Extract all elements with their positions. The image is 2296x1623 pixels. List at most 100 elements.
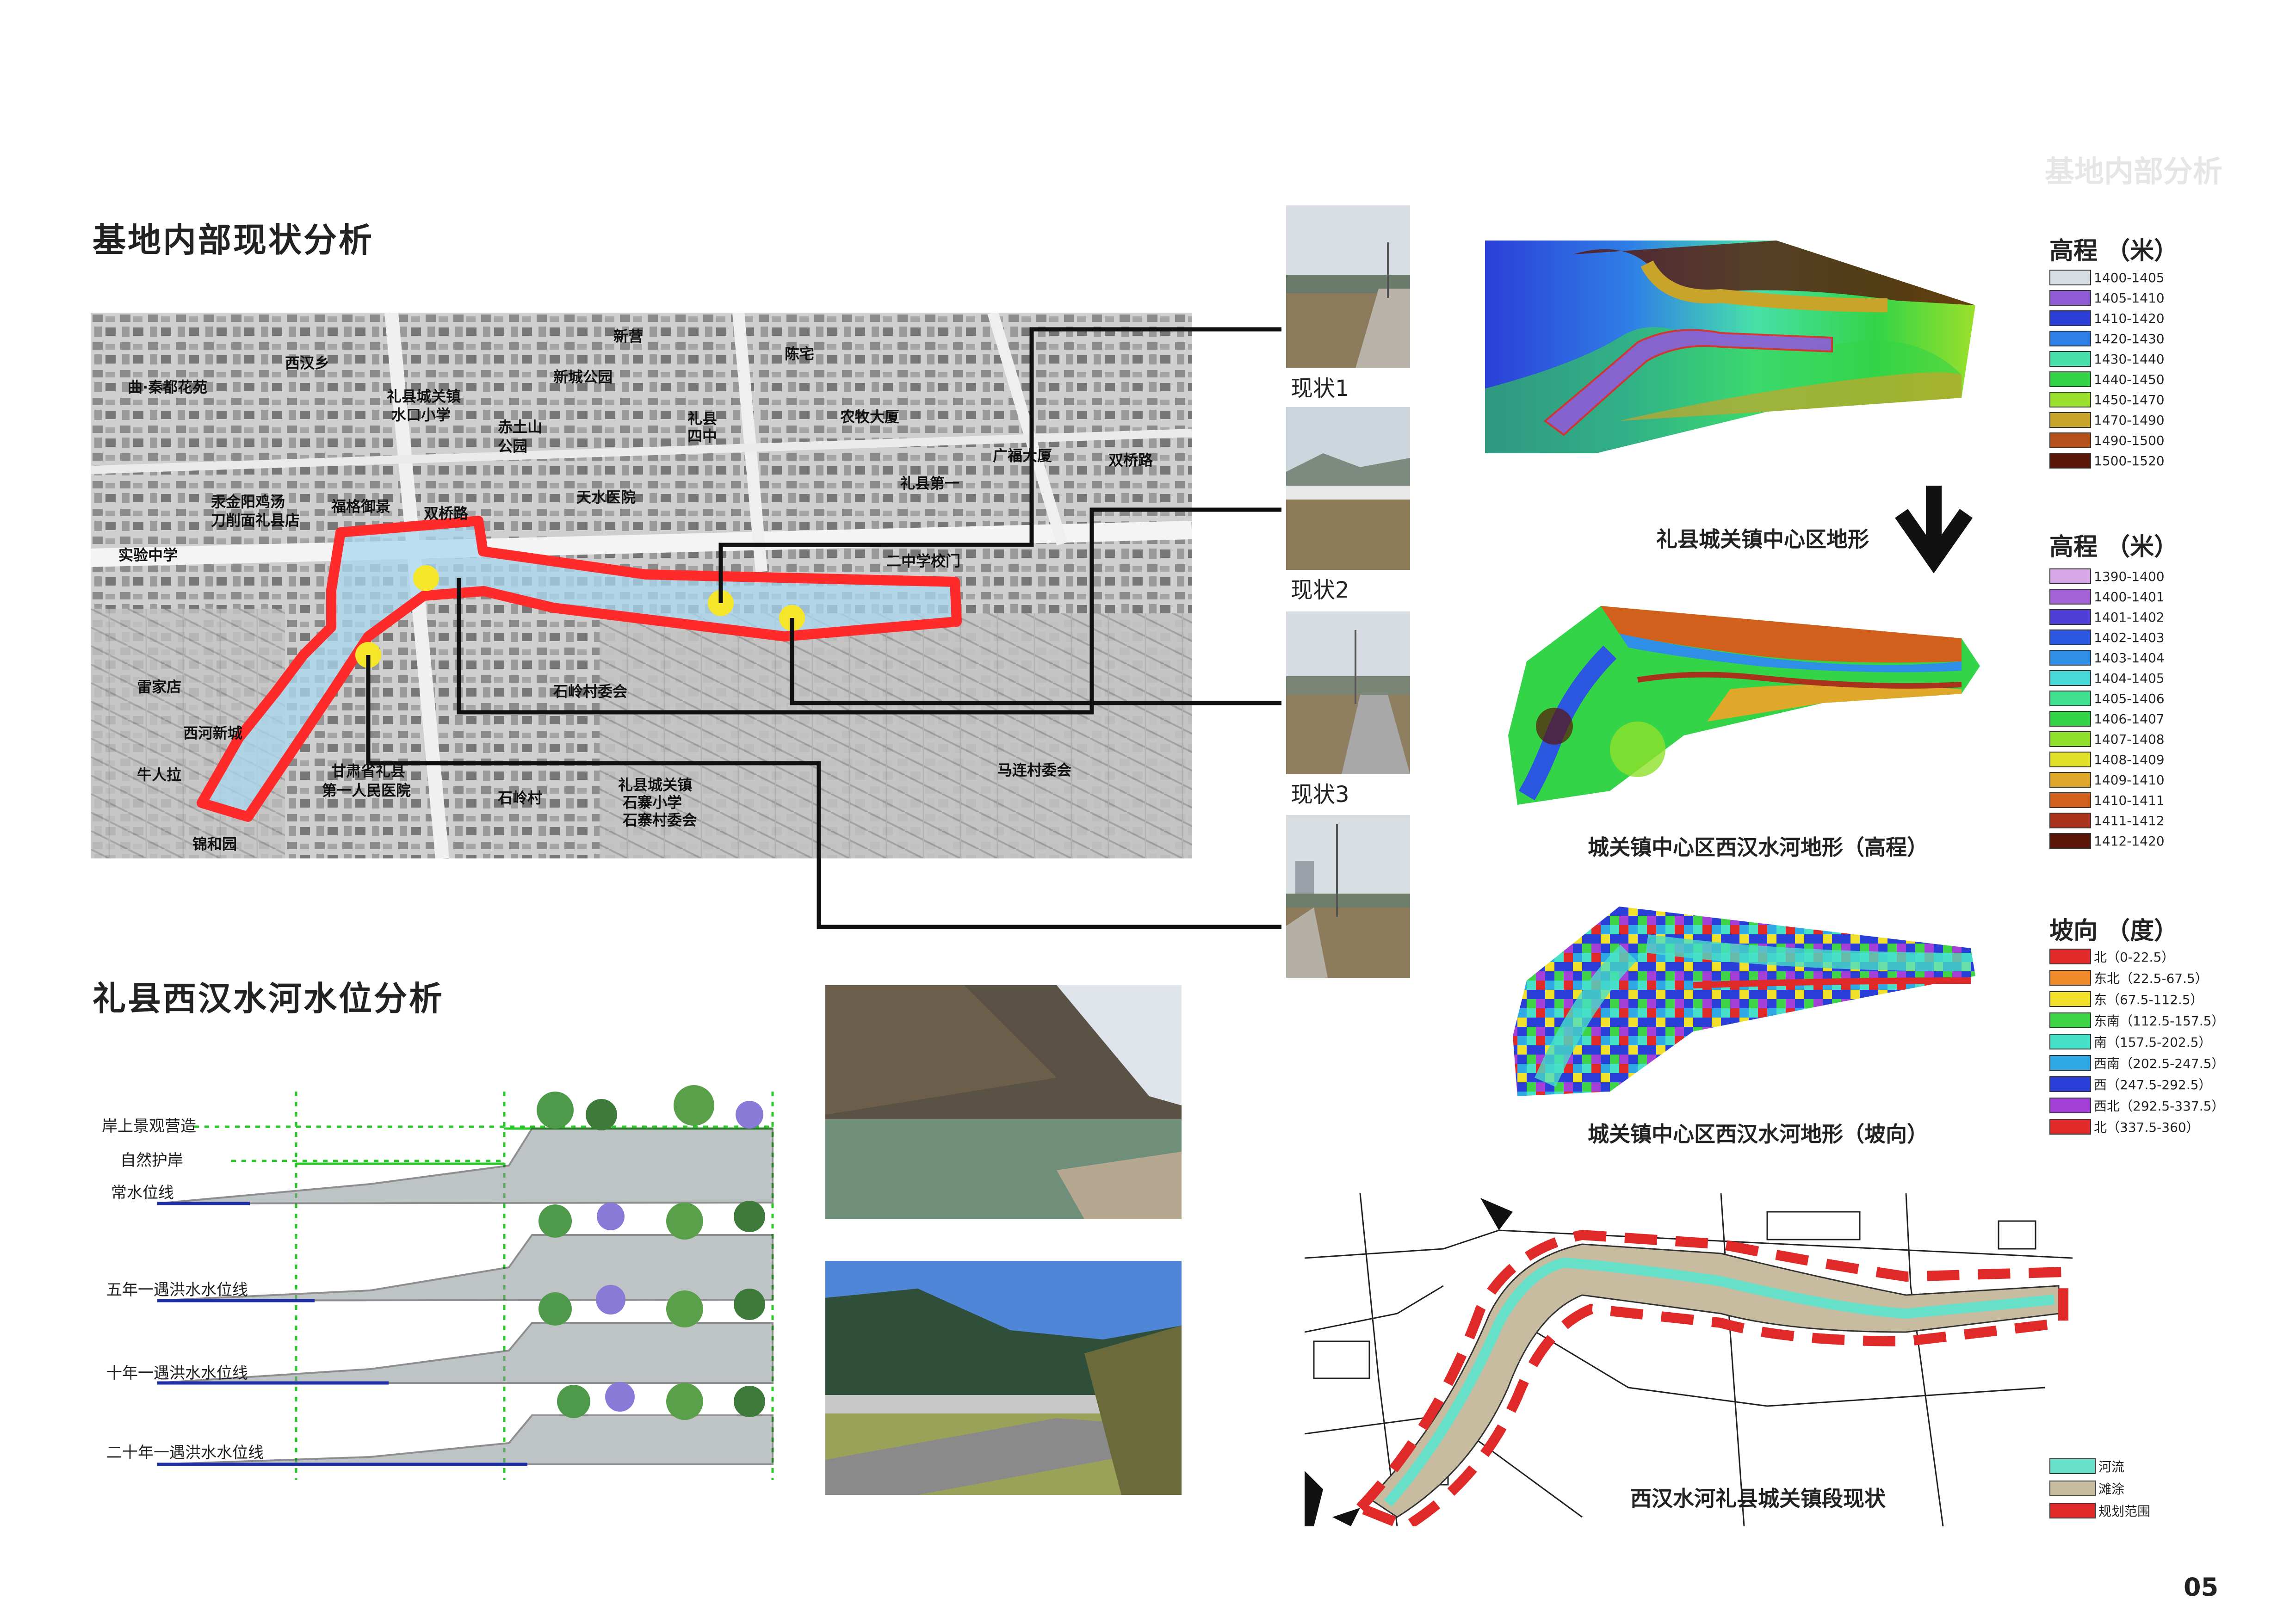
map-label: 汞金阳鸡汤 [211,493,285,511]
map-label: 公园 [498,438,527,455]
legend2-item: 1400-1401 [2049,587,2165,606]
map-label: 石寨村委会 [622,811,697,829]
legend3-item: 西南（202.5-247.5） [2049,1054,2224,1072]
legend3-swatch [2049,1012,2091,1028]
map-label: 新城公园 [553,368,613,386]
terrain-map-1 [1480,236,1980,458]
section-label-10yr-flood: 十年一遇洪水水位线 [106,1364,248,1382]
connector-photo-3 [790,618,1281,705]
survey-point-2[interactable] [413,565,439,591]
legend1-label: 1470-1490 [2094,412,2165,428]
terrain-caption-1: 礼县城关镇中心区地形 [1656,527,1869,552]
legend1-item: 1440-1450 [2049,370,2165,389]
legend3-swatch [2049,1034,2091,1049]
status-photo-1 [1286,205,1410,368]
legend2-swatch [2049,792,2091,808]
legend3-label: 西（247.5-292.5） [2094,1077,2212,1092]
section-label-5yr-flood: 五年一遇洪水水位线 [106,1281,248,1299]
planning-range-boundary [1351,1229,2068,1532]
map-label: 福格御景 [331,498,390,515]
map-label: 礼县城关镇 [387,388,461,405]
river-photo-1 [825,985,1182,1219]
legend2-label: 1401-1402 [2094,609,2165,625]
legend1-label: 1450-1470 [2094,392,2165,407]
section-title-status: 基地内部现状分析 [93,221,374,259]
legend3-item: 西（247.5-292.5） [2049,1075,2211,1093]
aerial-map-svg: 新营 新城公园 陈宅 曲·秦都花苑 西汉乡 礼县城关镇 水口小学 赤土山 公园 … [90,311,1192,859]
legend3-label: 东南（112.5-157.5） [2094,1013,2225,1029]
map-label: 第一人民医院 [322,782,411,799]
legend3-item: 东（67.5-112.5） [2049,990,2203,1008]
legend2-label: 1403-1404 [2094,650,2165,666]
legend1-swatch [2049,351,2091,367]
legend2-swatch [2049,772,2091,788]
legend2-label: 1402-1403 [2094,629,2165,645]
legend4-label: 规划范围 [2098,1504,2151,1519]
legend3-label: 北（0-22.5） [2094,950,2175,965]
page-number: 05 [2184,1573,2219,1602]
legend1-label: 1405-1410 [2094,290,2165,306]
legend1-swatch [2049,412,2091,428]
legend2-item: 1411-1412 [2049,811,2165,830]
legend2-swatch [2049,813,2091,828]
legend1-swatch [2049,432,2091,448]
legend3-label: 西北（292.5-337.5） [2094,1098,2225,1114]
legend-3-title: 坡向 （度） [2049,917,2178,945]
legend1-item: 1490-1500 [2049,431,2165,450]
map-label: 天水医院 [576,488,636,506]
map-label: 西河新城 [183,724,242,742]
legend3-item: 南（157.5-202.5） [2049,1032,2211,1051]
section-label-landscape: 岸上景观营造 [102,1117,196,1135]
legend2-item: 1410-1411 [2049,791,2165,809]
terrain-map-3 [1508,897,1980,1101]
legend2-item: 1407-1408 [2049,730,2165,748]
legend4-item: 河流 [2049,1457,2124,1475]
water-level-section: 岸上景观营造 自然护岸 常水位线 五年一遇洪水水位线 十年一遇洪水水位线 二十年… [93,1082,814,1489]
map-label: 礼县城关镇 [618,776,692,794]
legend2-item: 1402-1403 [2049,628,2165,647]
legend2-swatch [2049,752,2091,767]
map-label: 西汉乡 [285,354,329,372]
map-label: 新营 [613,327,643,345]
legend3-label: 北（337.5-360） [2094,1120,2199,1135]
map-label: 曲·秦都花苑 [128,378,207,396]
legend2-label: 1412-1420 [2094,833,2165,849]
legend2-item: 1409-1410 [2049,771,2165,789]
legend2-label: 1400-1401 [2094,589,2165,605]
legend1-item: 1405-1410 [2049,289,2165,307]
terrain-map-2 [1499,597,1980,809]
legend3-item: 西北（292.5-337.5） [2049,1096,2224,1115]
map-label: 牛人拉 [137,766,181,784]
status-photo-label-3: 现状3 [1291,782,1349,808]
legend2-item: 1401-1402 [2049,608,2165,626]
legend2-swatch [2049,609,2091,625]
map-label: 赤土山 [498,418,542,436]
legend2-item: 1403-1404 [2049,648,2165,667]
watermark-text: 基地内部分析 [2045,155,2222,189]
status-photo-4 [1286,815,1410,978]
legend-1-title: 高程 （米） [2049,237,2178,265]
map-label: 礼县 [687,410,717,427]
legend1-swatch [2049,290,2091,306]
legend-2-title: 高程 （米） [2049,533,2178,561]
connector-photo-4 [366,655,1281,929]
legend1-swatch [2049,392,2091,407]
legend2-item: 1412-1420 [2049,832,2165,850]
map-label: 二中学校门 [886,552,960,570]
legend2-label: 1408-1409 [2094,752,2165,767]
legend1-label: 1490-1500 [2094,432,2165,448]
down-arrow-icon [1895,486,1973,574]
legend1-swatch [2049,371,2091,387]
map-label: 双桥路 [1108,451,1153,469]
status-photo-label-1: 现状1 [1291,376,1349,401]
terrain-caption-3: 城关镇中心区西汉水河地形（坡向） [1588,1122,1928,1147]
map-label: 马连村委会 [997,761,1071,779]
legend2-swatch [2049,731,2091,747]
status-photo-2 [1286,407,1410,570]
map-label: 石岭村委会 [553,683,627,700]
legend4-swatch [2049,1458,2096,1474]
legend1-label: 1410-1420 [2094,310,2165,326]
legend2-label: 1407-1408 [2094,731,2165,747]
status-photo-label-2: 现状2 [1291,577,1349,603]
